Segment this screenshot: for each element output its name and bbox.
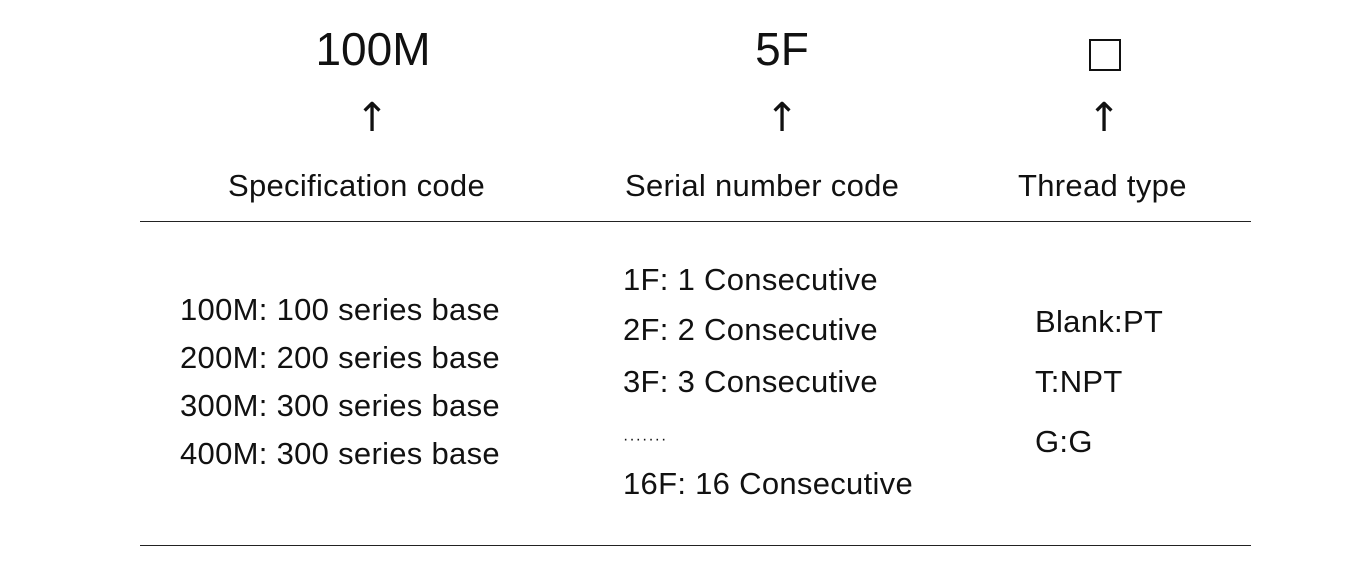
up-arrow-icon: ↑ — [1087, 95, 1121, 141]
thread-type-placeholder — [1089, 32, 1121, 78]
specification-code-heading: Specification code — [228, 168, 486, 203]
list-item: T:NPT — [1035, 364, 1123, 399]
list-item: 1F: 1 Consecutive — [623, 262, 878, 297]
bottom-divider — [140, 545, 1251, 546]
list-item: 400M: 300 series base — [180, 436, 500, 471]
serial-number-code-example: 5F — [755, 23, 809, 75]
list-item: Blank:PT — [1035, 304, 1164, 339]
list-item: 3F: 3 Consecutive — [623, 364, 878, 399]
list-item: 100M: 100 series base — [180, 292, 500, 327]
up-arrow-icon: ↑ — [765, 95, 799, 141]
serial-number-code-heading: Serial number code — [625, 168, 900, 203]
specification-code-example: 100M — [315, 23, 431, 75]
list-item: 16F: 16 Consecutive — [623, 466, 914, 501]
empty-box-icon — [1089, 39, 1121, 71]
header-divider — [140, 221, 1251, 222]
list-item: G:G — [1035, 424, 1093, 459]
list-item: 300M: 300 series base — [180, 388, 500, 423]
ellipsis-separator: ······· — [623, 431, 668, 448]
list-item: 2F: 2 Consecutive — [623, 312, 878, 347]
thread-type-heading: Thread type — [1018, 168, 1187, 203]
list-item: 200M: 200 series base — [180, 340, 500, 375]
up-arrow-icon: ↑ — [355, 95, 389, 141]
